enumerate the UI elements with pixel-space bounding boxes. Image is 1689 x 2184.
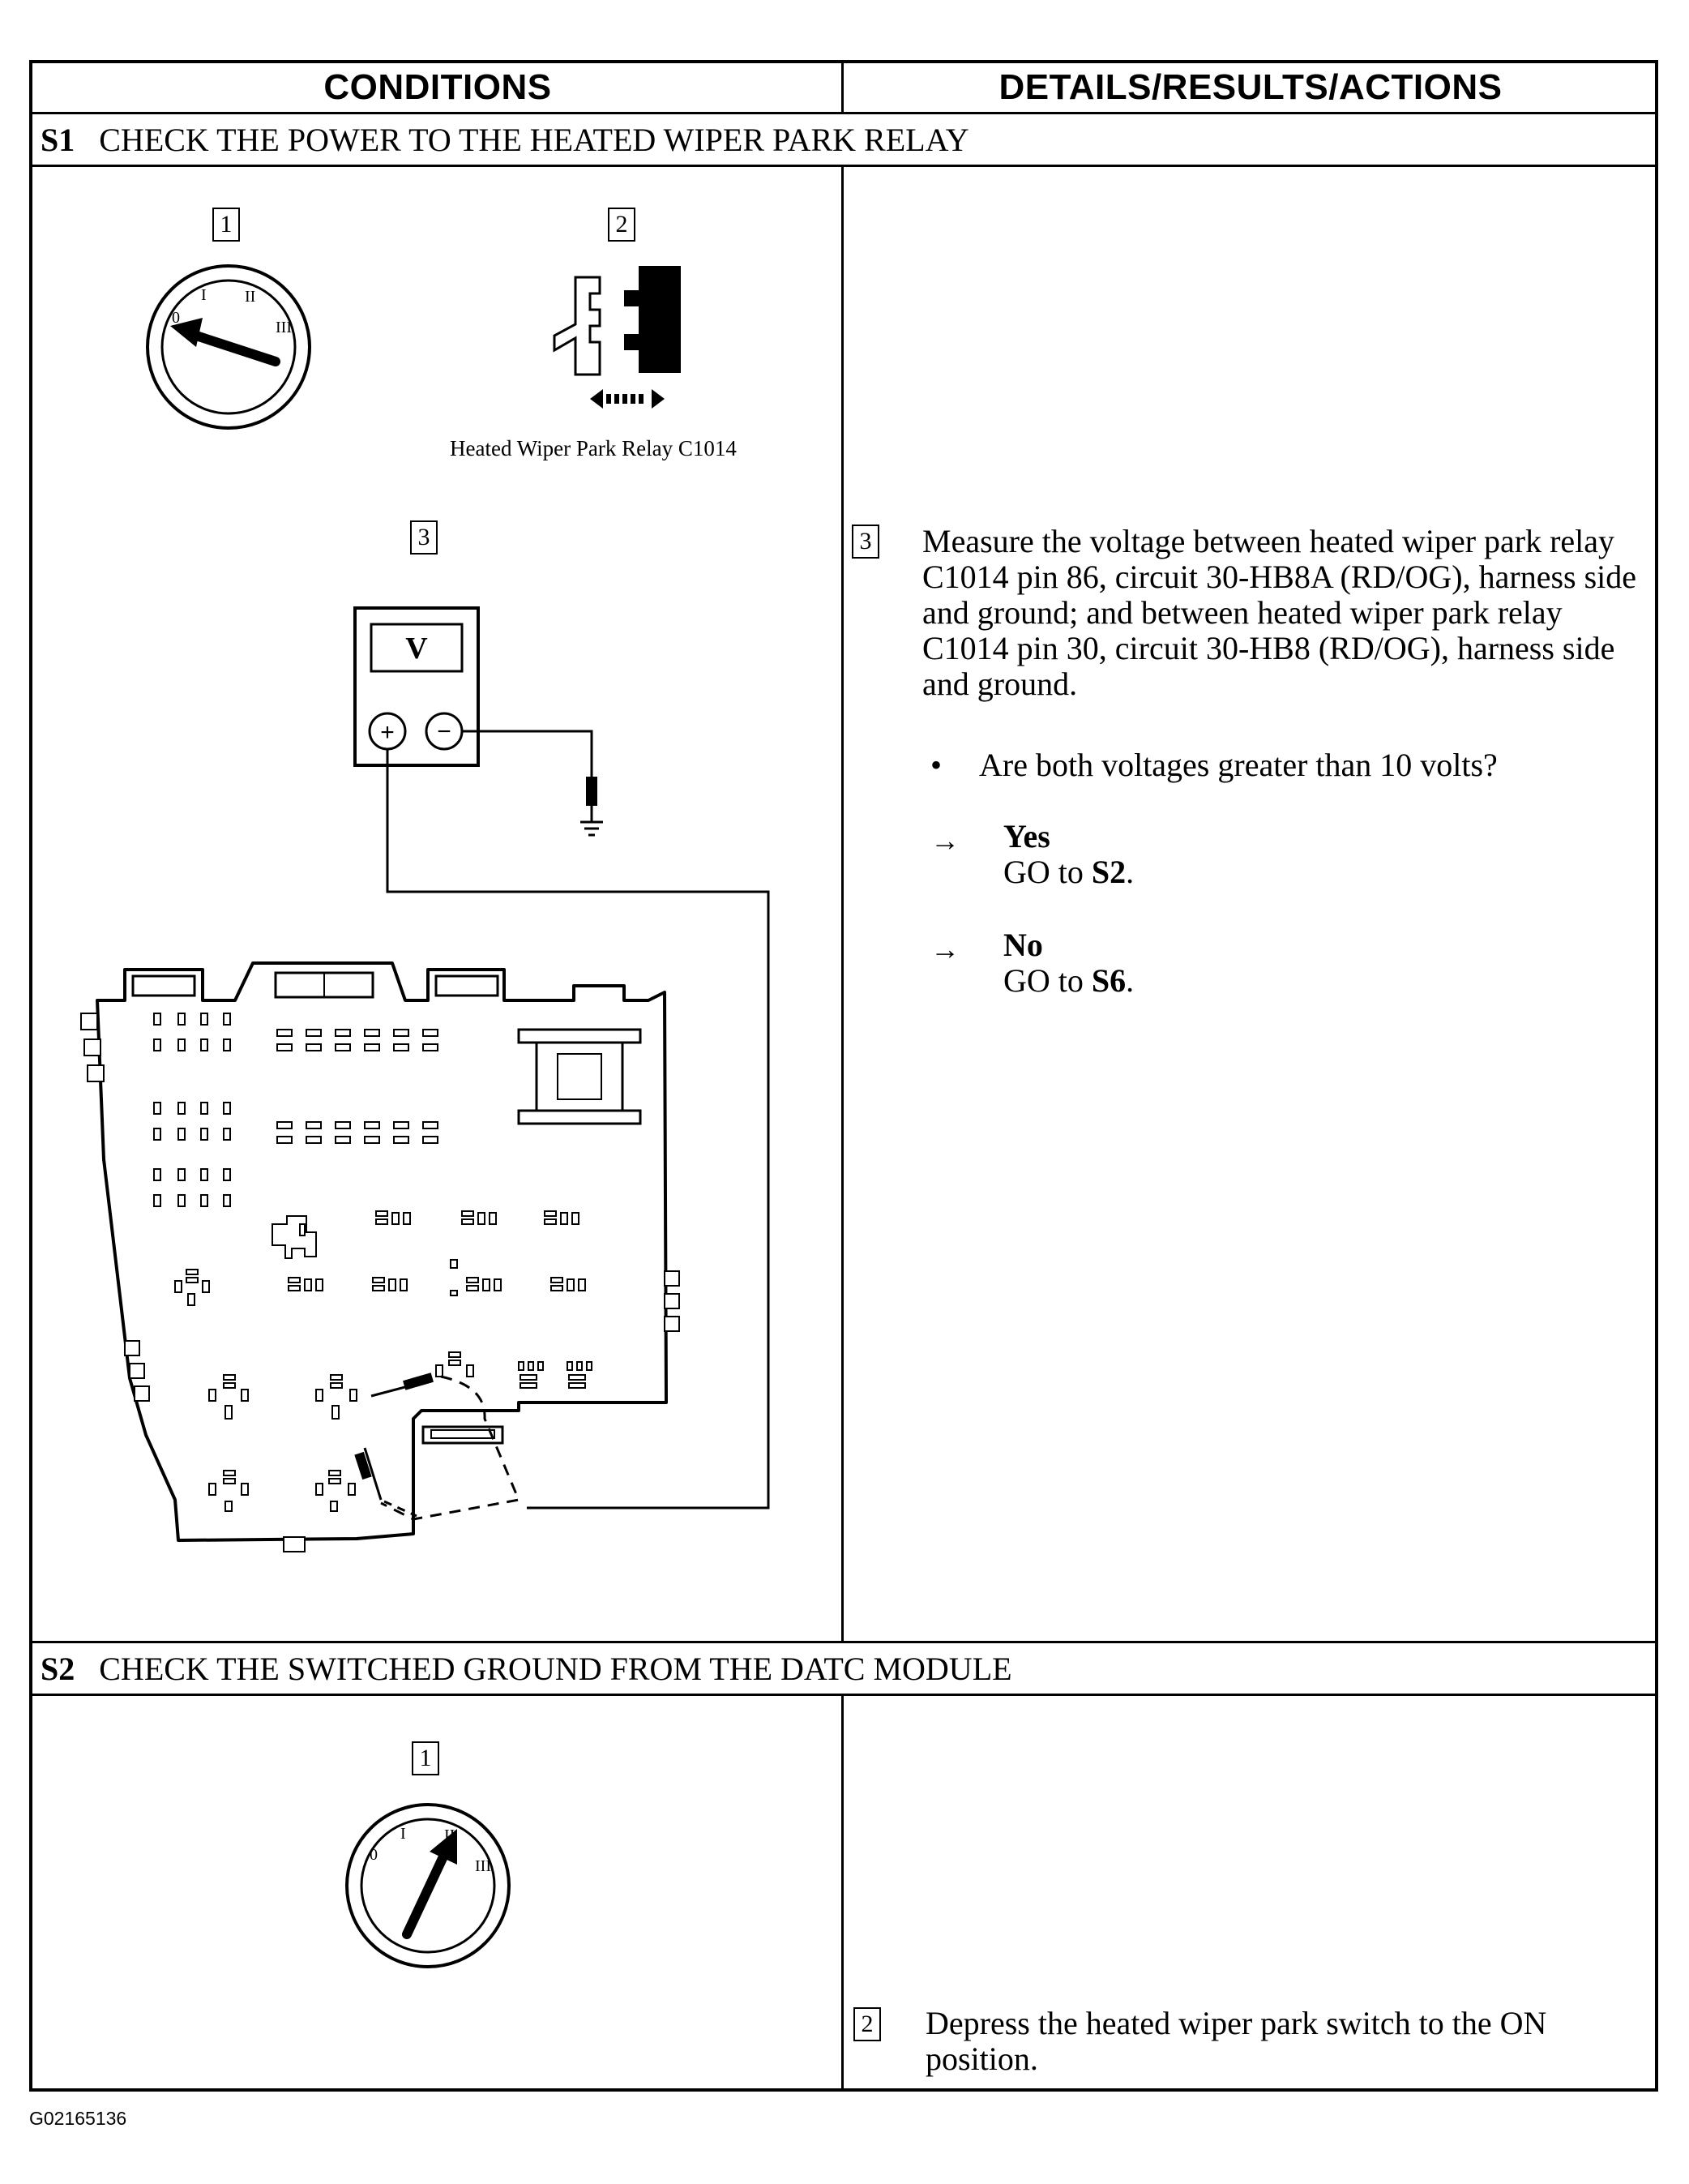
answer-no-label: No <box>1003 927 1043 963</box>
step-id: S2 <box>41 1650 75 1687</box>
figure-code: G02165136 <box>29 2108 127 2129</box>
ignition-mark: I <box>201 286 207 304</box>
s1-question: Are both voltages greater than 10 volts? <box>979 747 1498 783</box>
voltmeter-fusebox-illustration: V + − <box>80 606 770 1552</box>
answer-yes-label: Yes <box>1003 818 1050 854</box>
goto-text: GO to <box>1003 962 1092 999</box>
ignition-mark: III <box>276 319 292 336</box>
divider <box>841 1694 844 2092</box>
ignition-switch-run-illustration: 0 I II III <box>345 1803 511 1968</box>
divider <box>32 1641 1655 1643</box>
negative-terminal-label: − <box>437 718 451 745</box>
divider <box>841 63 844 112</box>
arrow-icon: → <box>930 933 960 966</box>
answer-yes-goto: GO to S2. <box>1003 853 1134 891</box>
item-number-box: 1 <box>212 208 240 242</box>
goto-end: . <box>1126 962 1135 999</box>
ignition-mark: I <box>400 1825 406 1843</box>
divider <box>32 165 1655 167</box>
relay-caption: Heated Wiper Park Relay C1014 <box>450 436 737 460</box>
conditions-header: CONDITIONS <box>323 67 552 107</box>
step-s2-title-row: S2 CHECK THE SWITCHED GROUND FROM THE DA… <box>41 1643 1012 1694</box>
step-title: CHECK THE POWER TO THE HEATED WIPER PARK… <box>99 121 969 158</box>
item-number-box: 3 <box>852 525 879 559</box>
positive-terminal-label: + <box>380 719 395 746</box>
item-number-box: 3 <box>410 520 438 555</box>
divider <box>32 112 1655 114</box>
procedure-table: CONDITIONS DETAILS/RESULTS/ACTIONS S1 CH… <box>29 60 1658 2092</box>
goto-text: GO to <box>1003 854 1092 890</box>
item-number-box: 1 <box>412 1741 439 1775</box>
answer-no-goto: GO to S6. <box>1003 961 1134 1000</box>
item-number-box: 2 <box>853 2007 881 2041</box>
divider <box>841 165 844 1641</box>
goto-step-link[interactable]: S6 <box>1091 962 1127 999</box>
item-number-box: 2 <box>608 208 635 242</box>
goto-step-link[interactable]: S2 <box>1091 854 1127 890</box>
ignition-mark: 0 <box>172 309 180 327</box>
ignition-mark: 0 <box>370 1846 378 1864</box>
step-s1-title-row: S1 CHECK THE POWER TO THE HEATED WIPER P… <box>41 114 969 165</box>
relay-connector-disconnect-illustration <box>553 266 681 409</box>
arrow-icon: → <box>930 824 960 857</box>
divider <box>32 1694 1655 1696</box>
step-title: CHECK THE SWITCHED GROUND FROM THE DATC … <box>99 1650 1012 1687</box>
voltmeter-display-label: V <box>405 632 428 666</box>
s1-instruction: Measure the voltage between heated wiper… <box>922 523 1637 702</box>
goto-end: . <box>1126 854 1135 890</box>
ignition-mark: III <box>475 1857 491 1875</box>
ignition-switch-off-illustration: 0 I II III <box>146 264 311 430</box>
step-id: S1 <box>41 121 75 158</box>
s2-instruction: Depress the heated wiper park switch to … <box>926 2005 1547 2077</box>
details-header: DETAILS/RESULTS/ACTIONS <box>998 67 1503 107</box>
bullet-glyph: • <box>930 747 943 783</box>
ignition-mark: II <box>245 288 255 306</box>
